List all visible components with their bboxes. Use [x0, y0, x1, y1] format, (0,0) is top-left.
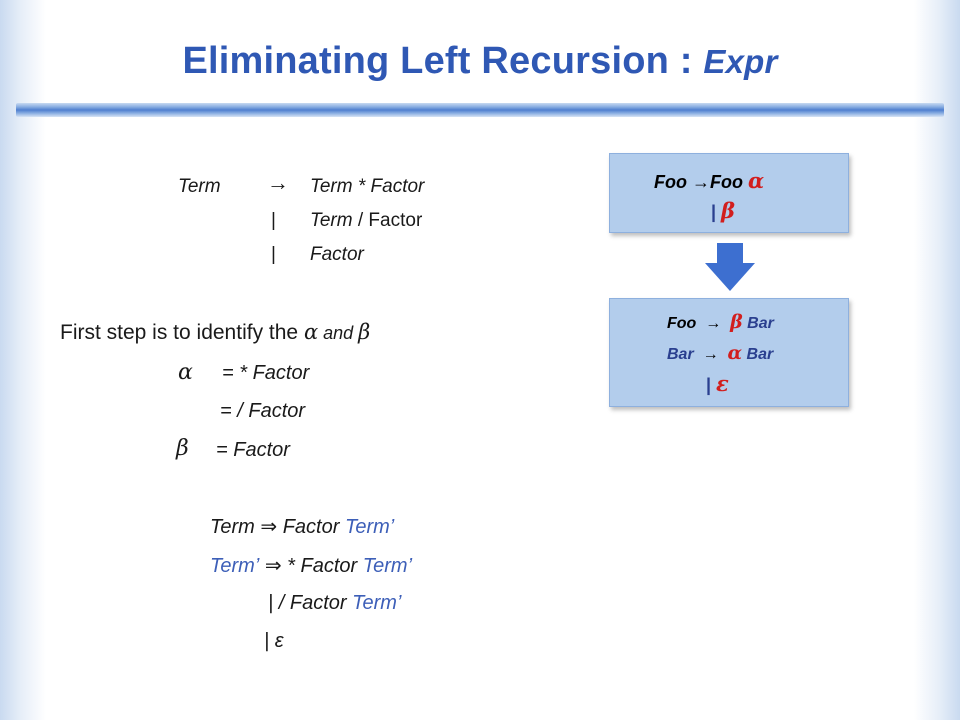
transform-arrow-icon [705, 243, 755, 291]
intro-and: and [318, 323, 359, 343]
rule-arrow-icon: → [705, 315, 722, 332]
slide-right-edge [914, 0, 960, 720]
intro-text: First step is to identify the α and β [60, 320, 370, 345]
rule-arrow-icon: → [692, 172, 710, 192]
grammar-bar-1: | [271, 210, 276, 231]
implies-icon: ⇒ [260, 516, 278, 538]
intro-sentence: First step is to identify the [60, 321, 304, 344]
beta-symbol: β [358, 320, 371, 344]
def-beta-value: = Factor [216, 439, 290, 461]
grammar-arrow-icon: → [267, 170, 289, 195]
rule-after-line-3: | ε [706, 371, 729, 396]
rule-box-before: Foo →Foo α | β [609, 153, 849, 233]
rewritten-line-4: | ε [264, 630, 284, 652]
grammar-bar-2: | [271, 244, 276, 265]
rule-box-after: Foo → β Bar Bar → α Bar | ε [609, 298, 849, 407]
title-emphasis: Expr [703, 43, 778, 80]
slide-title: Eliminating Left Recursion : Expr [0, 40, 960, 83]
rewritten-line-3: | / Factor Term’ [268, 592, 402, 614]
rule-before-line-1: Foo →Foo α [654, 168, 765, 193]
rule-before-line-2: | β [711, 198, 735, 223]
grammar-lhs: Term [178, 176, 221, 197]
title-main: Eliminating Left Recursion : [182, 40, 704, 82]
grammar-row-3: Factor [310, 244, 364, 265]
title-divider [16, 103, 944, 117]
alpha-symbol: α [303, 320, 319, 344]
rewritten-line-2: Term’ ⇒ * Factor Term’ [210, 555, 413, 577]
grammar-row-2: Term / Factor [310, 210, 423, 231]
grammar-row-1: Term * Factor [310, 176, 425, 197]
def-beta-symbol: β [176, 436, 189, 461]
rule-arrow-icon: → [702, 346, 719, 363]
def-alpha-value: = * Factor [222, 362, 310, 384]
slide-left-edge [0, 0, 46, 720]
rewritten-line-1: Term ⇒ Factor Term’ [210, 516, 395, 538]
def-alpha-symbol: α [178, 360, 193, 385]
rule-after-line-2: Bar → α Bar [667, 342, 774, 364]
implies-icon: ⇒ [264, 555, 282, 577]
rule-after-line-1: Foo → β Bar [667, 311, 774, 333]
def-alpha-value-2: = / Factor [220, 400, 306, 422]
